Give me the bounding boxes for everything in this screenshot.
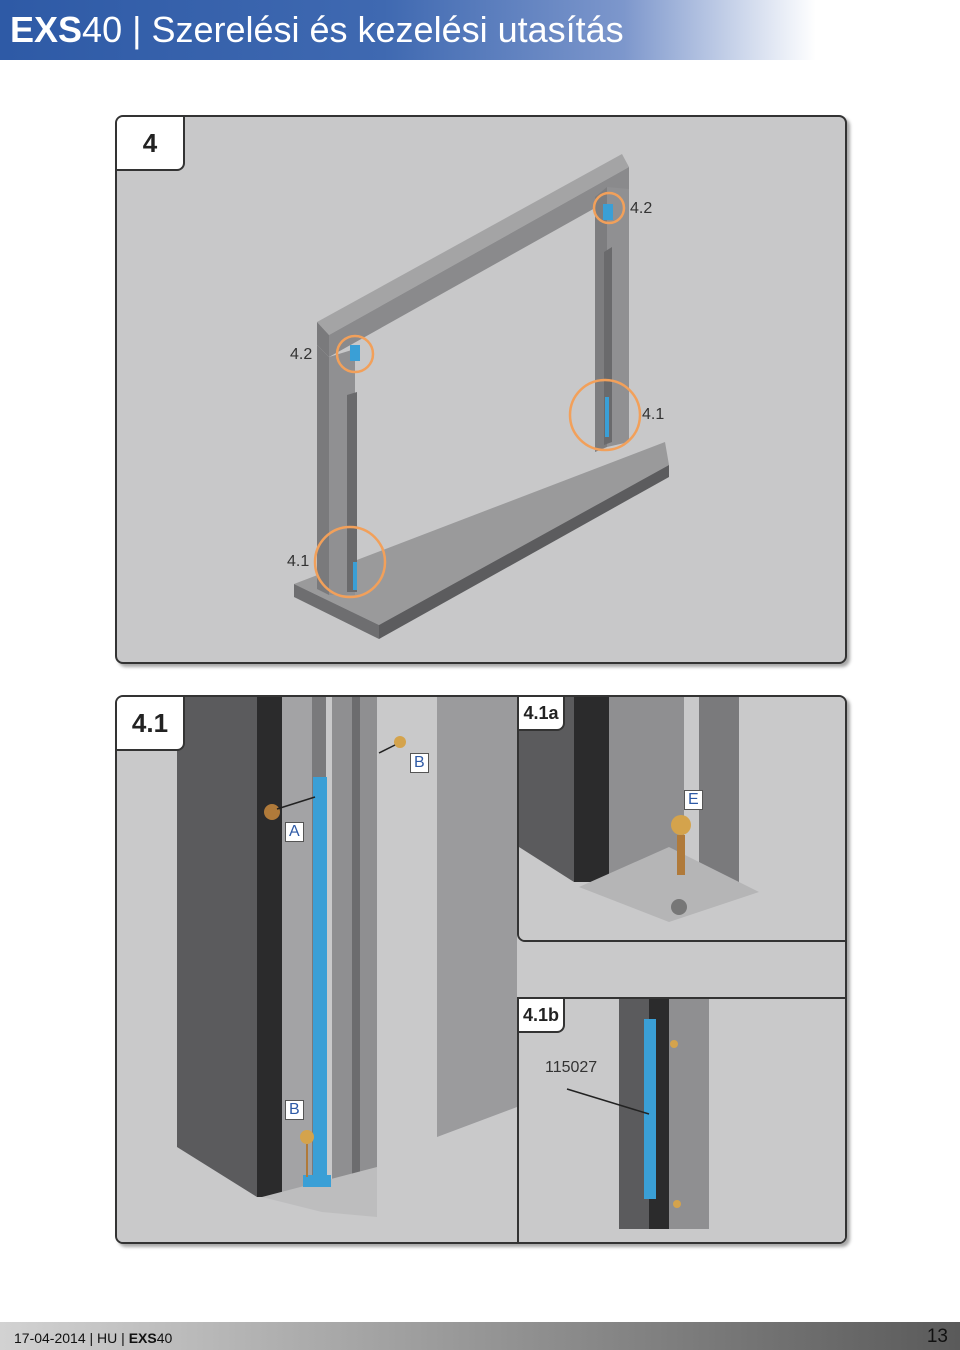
footer-info: 17-04-2014 | HU | EXS40 xyxy=(14,1330,172,1346)
page-number: 13 xyxy=(926,1326,948,1347)
step-4-1-panel: 4.1 A B B 4.1a E 4.1b xyxy=(115,695,847,1244)
step-number-tab: 4.1a xyxy=(519,697,565,731)
blue-rail-b xyxy=(644,1019,656,1199)
rail-illustration xyxy=(519,999,845,1242)
step-number-tab: 4.1b xyxy=(519,999,565,1033)
document-footer: 17-04-2014 | HU | EXS40 13 xyxy=(0,1322,960,1350)
label-a: A xyxy=(285,822,304,842)
header-separator: | xyxy=(122,9,152,50)
step-4-1a-inset: 4.1a E xyxy=(517,697,845,942)
highlight-circle xyxy=(592,191,626,225)
callout-4-1-right: 4.1 xyxy=(642,406,665,423)
step-number-tab: 4 xyxy=(117,117,185,171)
frame-illustration xyxy=(294,154,669,639)
bracket-right xyxy=(603,204,613,220)
footer-date: 17-04-2014 xyxy=(14,1330,86,1346)
part-number-label: 115027 xyxy=(545,1059,598,1076)
bolt-a xyxy=(264,804,280,820)
header-product-num: 40 xyxy=(82,9,123,50)
document-header: EXS40 | Szerelési és kezelési utasítás xyxy=(0,0,960,60)
highlight-circle xyxy=(313,525,387,599)
footer-separator: | xyxy=(85,1330,98,1346)
callout-4-2-left: 4.2 xyxy=(290,346,313,363)
callout-4-2-right: 4.2 xyxy=(630,200,653,217)
callout-4-1-left: 4.1 xyxy=(287,553,310,570)
base-plate-illustration xyxy=(519,697,845,940)
step-4-1b-inset: 4.1b 115027 xyxy=(517,997,845,1242)
footer-product-num: 40 xyxy=(156,1330,173,1346)
footer-separator: | xyxy=(117,1330,129,1346)
footer-product-bold: EXS xyxy=(128,1330,157,1346)
bracket-left xyxy=(350,345,360,361)
footer-language: HU xyxy=(97,1330,118,1346)
header-product-bold: EXS xyxy=(10,9,83,50)
header-title-text: Szerelési és kezelési utasítás xyxy=(151,9,624,50)
step-4-panel: 4 4.2 4.2 4.1 4.1 xyxy=(115,115,847,664)
bolt-e xyxy=(671,815,691,835)
header-title: EXS40 | Szerelési és kezelési utasítás xyxy=(10,9,624,51)
label-b-top: B xyxy=(410,753,429,773)
step-number-tab: 4.1 xyxy=(117,697,185,751)
highlight-circle xyxy=(335,334,375,374)
blue-rail xyxy=(313,777,327,1182)
label-b-bottom: B xyxy=(285,1100,304,1120)
highlight-circle xyxy=(568,378,642,452)
label-e: E xyxy=(684,790,703,810)
bolt-b xyxy=(394,736,406,748)
callout-arrow xyxy=(566,1088,650,1115)
